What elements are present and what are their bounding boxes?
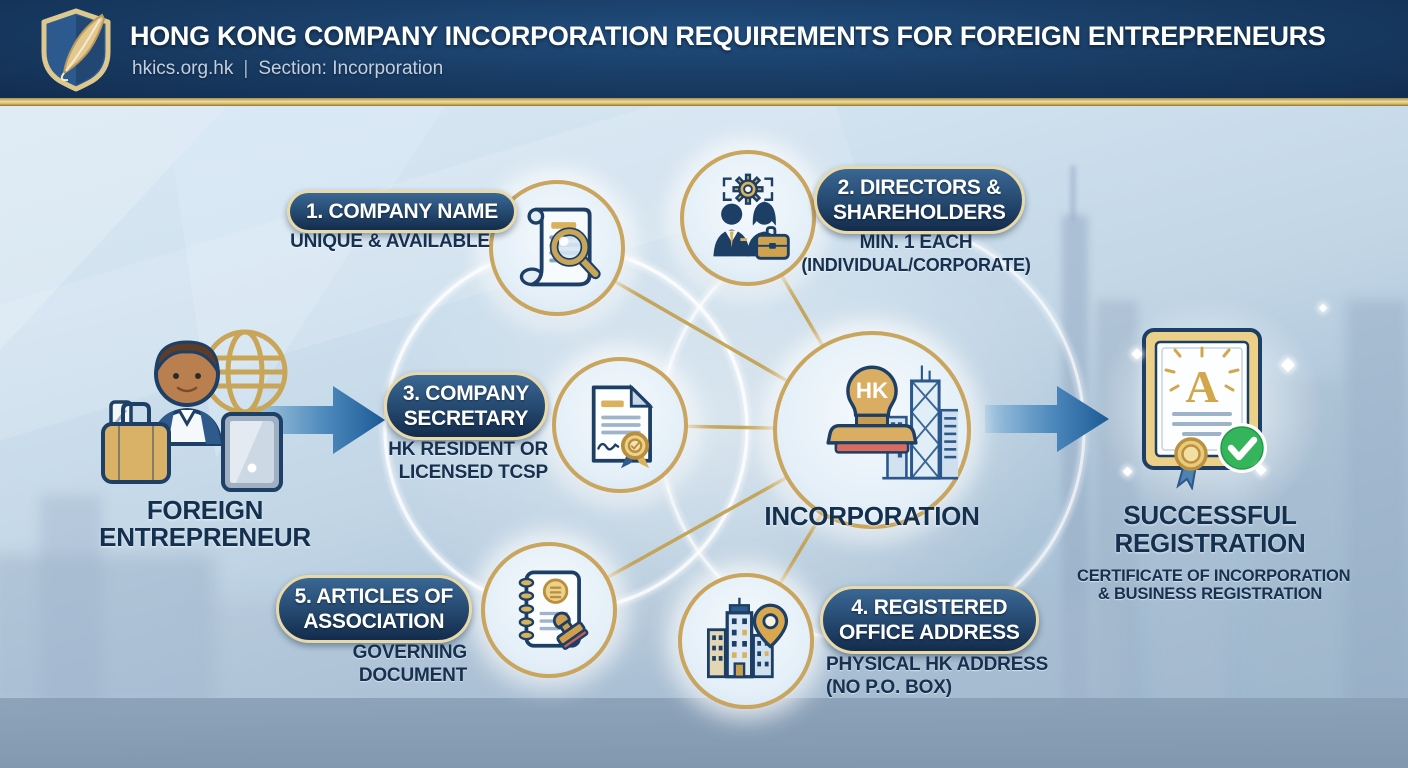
sparkle [1318, 303, 1328, 313]
end-subtitle: CERTIFICATE OF INCORPORATION & BUSINESS … [1077, 567, 1351, 603]
node-incorporation: HK [773, 331, 971, 529]
page-title: HONG KONG COMPANY INCORPORATION REQUIREM… [130, 21, 1326, 51]
certificate-letter: A [1185, 361, 1218, 412]
office-building-pin-icon [706, 597, 789, 679]
skyline-building [0, 555, 215, 705]
subtitle-secretary: HK RESIDENT OR LICENSED TCSP [388, 438, 548, 484]
flow-arrow-start [255, 386, 385, 454]
badge-company-name-text: 1. COMPANY NAME [306, 200, 498, 223]
subtitle-line: DOCUMENT [358, 665, 467, 686]
directors-shareholders-icon [713, 173, 790, 260]
foreign-entrepreneur-icon [101, 329, 288, 492]
end-label-line1: SUCCESSFUL [1123, 500, 1297, 530]
subtitle-line: (INDIVIDUAL/CORPORATE) [801, 255, 1031, 275]
header-bar: HONG KONG COMPANY INCORPORATION REQUIREM… [0, 0, 1408, 98]
separator: | [243, 58, 249, 79]
end-label-line2: REGISTRATION [1114, 528, 1306, 558]
subtitle-office-address: PHYSICAL HK ADDRESS (NO P.O. BOX) [826, 653, 1048, 699]
subtitle-line: & BUSINESS REGISTRATION [1097, 585, 1323, 603]
badge-articles: 5. ARTICLES OF ASSOCIATION [275, 575, 472, 643]
badge-secretary-line1: 3. COMPANY [402, 382, 529, 405]
start-label-line1: FOREIGN [146, 495, 264, 525]
start-label-line2: ENTREPRENEUR [99, 522, 311, 552]
gold-divider [0, 98, 1408, 106]
subtitle-line: CERTIFICATE OF INCORPORATION [1077, 567, 1351, 585]
node-office-address [678, 573, 814, 709]
subtitle-directors: MIN. 1 EACH (INDIVIDUAL/CORPORATE) [792, 231, 1040, 277]
start-label: FOREIGN ENTREPRENEUR [75, 497, 335, 551]
skyline-building [1346, 300, 1408, 710]
node-articles [481, 542, 617, 678]
subtitle-articles: GOVERNING DOCUMENT [352, 641, 468, 687]
articles-stamp-icon [518, 570, 589, 650]
secretary-document-icon [591, 383, 654, 469]
badge-secretary-line2: SECRETARY [403, 407, 529, 430]
site-name: hkics.org.hk [132, 58, 234, 79]
badge-directors-line2: SHAREHOLDERS [833, 201, 1006, 224]
node-secretary [552, 357, 688, 493]
subtitle-line: HK RESIDENT OR [388, 439, 548, 460]
skyline-building [1070, 165, 1076, 221]
badge-articles-line2: ASSOCIATION [303, 610, 445, 633]
subtitle-line: (NO P.O. BOX) [826, 677, 952, 698]
subtitle-line: PHYSICAL HK ADDRESS [826, 654, 1049, 675]
end-label: SUCCESSFUL REGISTRATION [1085, 501, 1335, 557]
subtitle-line: GOVERNING [352, 642, 468, 663]
stamp-letters: HK [856, 378, 888, 403]
badge-articles-line1: 5. ARTICLES OF [294, 585, 454, 608]
subtitle-line: UNIQUE & AVAILABLE [290, 231, 490, 252]
certificate-check-icon: A [1142, 328, 1267, 490]
harbour-water [0, 698, 1408, 768]
badge-directors: 2. DIRECTORS & SHAREHOLDERS [814, 166, 1025, 234]
shield-quill-icon [41, 8, 111, 92]
badge-secretary: 3. COMPANY SECRETARY [383, 372, 548, 440]
header-subtitle: hkics.org.hk | Section: Incorporation [132, 58, 443, 80]
center-label-text: INCORPORATION [764, 501, 980, 531]
center-label: INCORPORATION [742, 503, 1002, 530]
badge-company-name: 1. COMPANY NAME [287, 190, 517, 233]
badge-office-line2: OFFICE ADDRESS [839, 621, 1020, 644]
badge-office-address: 4. REGISTERED OFFICE ADDRESS [820, 586, 1039, 654]
subtitle-line: LICENSED TCSP [398, 462, 549, 483]
subtitle-company-name: UNIQUE & AVAILABLE [280, 230, 500, 253]
badge-directors-line1: 2. DIRECTORS & [837, 176, 1002, 199]
skyline-building [40, 495, 102, 710]
badge-office-line1: 4. REGISTERED [851, 596, 1008, 619]
scroll-magnifier-icon [519, 207, 601, 287]
hk-stamp-skyline-icon: HK [826, 365, 958, 480]
section-label: Section: Incorporation [258, 58, 444, 79]
flow-arrow-end [985, 386, 1109, 452]
subtitle-line: MIN. 1 EACH [859, 232, 973, 253]
